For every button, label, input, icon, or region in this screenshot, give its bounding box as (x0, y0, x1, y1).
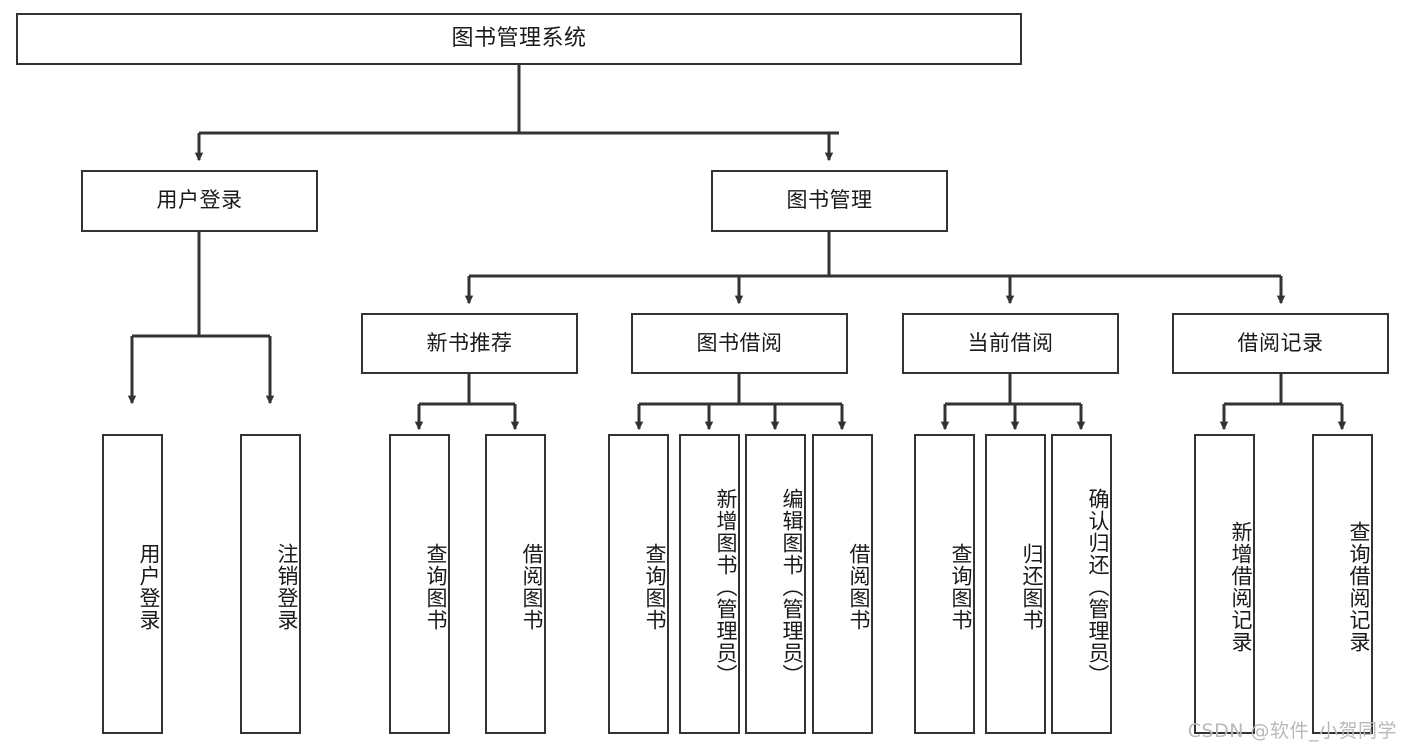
edges-record-to-leaves (1219, 374, 1347, 431)
node-user-login[interactable]: 用户登录 (81, 170, 318, 232)
leaf-logout[interactable]: 注销登录 (240, 434, 301, 734)
leaf-record-add-borrow-record[interactable]: 新增借阅记录 (1194, 434, 1255, 734)
node-label: 借阅记录 (1237, 330, 1324, 355)
edges-borrow-to-leaves (634, 374, 847, 431)
node-label: 当前借阅 (967, 330, 1054, 355)
leaf-borrow-borrow-book[interactable]: 借阅图书 (812, 434, 873, 734)
node-label: 查询图书 (949, 543, 973, 631)
leaf-current-query-book[interactable]: 查询图书 (914, 434, 975, 734)
node-label: 查询图书 (424, 543, 448, 631)
edges-current-to-leaves (940, 374, 1086, 431)
edges-newbook-to-leaves (414, 374, 520, 431)
node-book-management[interactable]: 图书管理 (711, 170, 948, 232)
leaf-current-confirm-return-admin[interactable]: 确认归还（管理员） (1051, 434, 1112, 734)
node-label: 编辑图书（管理员） (780, 488, 804, 686)
leaf-current-return-book[interactable]: 归还图书 (985, 434, 1046, 734)
node-label: 图书管理 (786, 188, 873, 213)
node-label: 新增借阅记录 (1229, 521, 1253, 653)
edges-userlogin-to-leaves (127, 232, 275, 405)
node-label: 用户登录 (156, 188, 243, 213)
node-current-borrow[interactable]: 当前借阅 (902, 313, 1119, 374)
node-label: 用户登录 (137, 543, 161, 631)
node-label: 注销登录 (275, 543, 299, 631)
node-label: 图书管理系统 (451, 25, 587, 51)
leaf-user-login[interactable]: 用户登录 (102, 434, 163, 734)
node-label: 新书推荐 (426, 330, 513, 355)
leaf-recommend-borrow-book[interactable]: 借阅图书 (485, 434, 546, 734)
node-label: 查询图书 (643, 543, 667, 631)
csdn-watermark: CSDN @软件_小贺同学 (1187, 720, 1397, 742)
edges-root-to-level2 (194, 65, 839, 162)
leaf-borrow-edit-book-admin[interactable]: 编辑图书（管理员） (745, 434, 806, 734)
node-root-book-management-system[interactable]: 图书管理系统 (16, 13, 1022, 65)
node-label: 归还图书 (1020, 543, 1044, 631)
leaf-record-query-borrow-record[interactable]: 查询借阅记录 (1312, 434, 1373, 734)
leaf-borrow-add-book-admin[interactable]: 新增图书（管理员） (679, 434, 740, 734)
node-label: 借阅图书 (847, 543, 871, 631)
node-label: 查询借阅记录 (1347, 521, 1371, 653)
node-label: 确认归还（管理员） (1086, 488, 1110, 686)
node-label: 借阅图书 (520, 543, 544, 631)
node-borrow-record[interactable]: 借阅记录 (1172, 313, 1389, 374)
leaf-borrow-query-book[interactable]: 查询图书 (608, 434, 669, 734)
node-label: 新增图书（管理员） (714, 488, 738, 686)
edges-bookmgmt-to-level3 (464, 232, 1286, 305)
leaf-recommend-query-book[interactable]: 查询图书 (389, 434, 450, 734)
node-label: 图书借阅 (696, 330, 783, 355)
node-book-borrow[interactable]: 图书借阅 (631, 313, 848, 374)
node-new-book-recommend[interactable]: 新书推荐 (361, 313, 578, 374)
